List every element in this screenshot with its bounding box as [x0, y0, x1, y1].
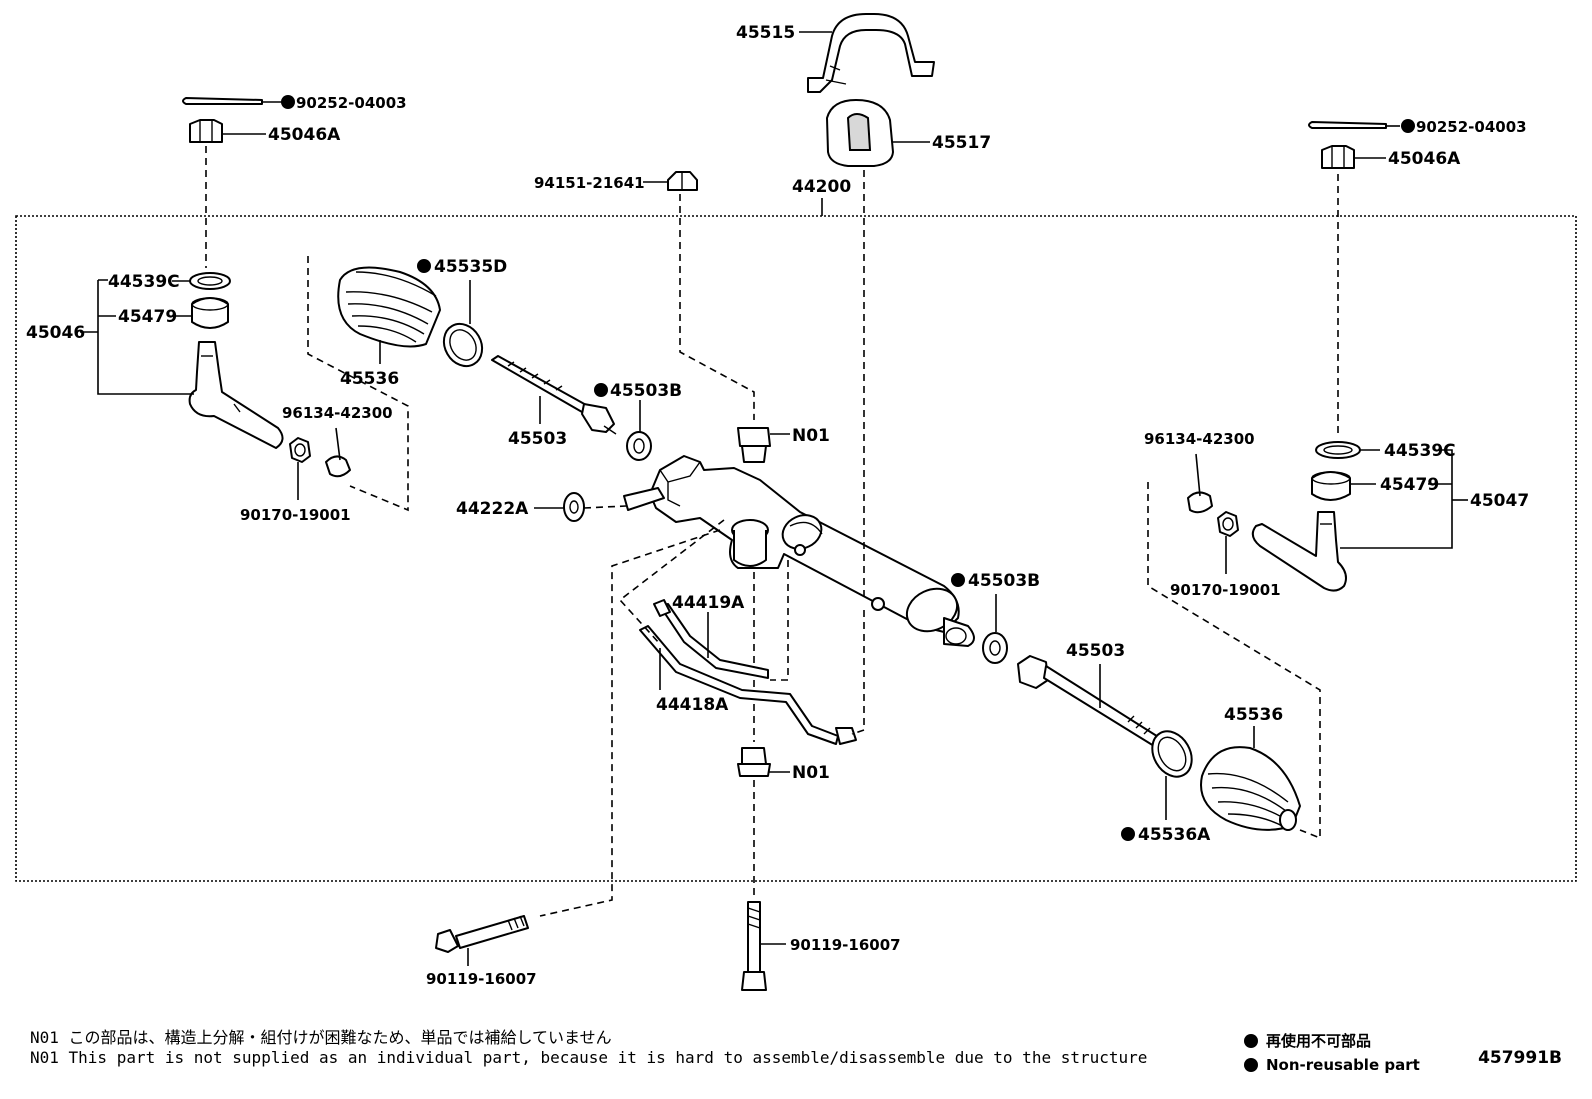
fitting-n01-top[interactable]	[737, 427, 771, 463]
label-seal-right: 44539C	[1384, 441, 1456, 461]
boot-clamp-right[interactable]	[1144, 724, 1199, 784]
note-english: N01 This part is not supplied as an indi…	[30, 1048, 1148, 1067]
tie-rod-end-left[interactable]	[188, 341, 284, 449]
label-nut-right: 45046A	[1388, 149, 1461, 169]
boot-clamp-left[interactable]	[436, 317, 489, 373]
cotter-pin-left[interactable]	[182, 97, 263, 105]
legend-english: Non-reusable part	[1244, 1056, 1420, 1074]
label-rod-left: 45503	[508, 429, 567, 449]
clip-left[interactable]	[325, 455, 351, 478]
label-boot-right: 45536	[1224, 705, 1283, 725]
legend-jp-text: 再使用不可部品	[1266, 1032, 1372, 1050]
label-clamp-left: 45535D	[434, 257, 507, 277]
cotter-pin-right[interactable]	[1308, 121, 1387, 129]
tube-44419A[interactable]	[653, 599, 769, 679]
label-nut-left: 45046A	[268, 125, 341, 145]
label-tie-end-left: 45046	[26, 323, 85, 343]
label-locknut-right: 90170-19001	[1170, 581, 1281, 599]
label-n01-bottom: N01	[792, 763, 830, 783]
label-clamp-right: 45536A	[1138, 825, 1211, 845]
label-45515: 45515	[736, 23, 795, 43]
label-clip-right: 96134-42300	[1144, 430, 1255, 448]
legend-en-text: Non-reusable part	[1266, 1056, 1420, 1074]
label-bolt-left: 90119-16007	[426, 970, 537, 988]
non-reusable-dot	[417, 259, 431, 273]
claw-washer-right[interactable]	[982, 632, 1008, 664]
bolt-center-90119-16007[interactable]	[741, 901, 767, 991]
non-reusable-dot	[594, 383, 608, 397]
castle-nut-right[interactable]	[1321, 145, 1355, 169]
label-bolt-center: 90119-16007	[790, 936, 901, 954]
label-cotter-right: 90252-04003	[1416, 118, 1527, 136]
label-boot-ring-left: 45479	[118, 307, 177, 327]
tie-rod-end-right[interactable]	[1251, 511, 1347, 592]
label-tie-end-right: 45047	[1470, 491, 1529, 511]
label-94151-21641: 94151-21641	[534, 174, 645, 192]
label-washer-right: 45503B	[968, 571, 1040, 591]
label-locknut-left: 90170-19001	[240, 506, 351, 524]
clip-right[interactable]	[1187, 491, 1213, 514]
tube-44418A[interactable]	[639, 625, 857, 745]
grommet-44222A[interactable]	[563, 492, 585, 522]
label-clip-left: 96134-42300	[282, 404, 393, 422]
boot-ring-right[interactable]	[1311, 471, 1351, 501]
non-reusable-dot	[1121, 827, 1135, 841]
label-washer-left: 45503B	[610, 381, 682, 401]
non-reusable-dot	[281, 95, 295, 109]
rack-end-left[interactable]	[491, 355, 617, 435]
label-tube-a: 44419A	[672, 593, 745, 613]
bolt-left-90119-16007[interactable]	[435, 915, 529, 953]
castle-nut-left[interactable]	[189, 119, 223, 143]
non-reusable-dot	[951, 573, 965, 587]
label-seal-left: 44539C	[108, 272, 180, 292]
boot-left[interactable]	[337, 266, 441, 348]
non-reusable-dot	[1401, 119, 1415, 133]
boot-ring-left[interactable]	[191, 297, 229, 329]
rack-housing[interactable]	[623, 455, 975, 647]
cushion-45517[interactable]	[826, 99, 894, 167]
label-cotter-left: 90252-04003	[296, 94, 407, 112]
lock-nut-left[interactable]	[289, 437, 311, 463]
assembly-outline-box	[15, 215, 1577, 882]
label-tube-b: 44418A	[656, 695, 729, 715]
bracket-45515[interactable]	[807, 13, 935, 93]
non-reusable-dot-icon	[1244, 1034, 1258, 1048]
boot-right[interactable]	[1200, 746, 1301, 831]
label-44200: 44200	[792, 177, 851, 197]
label-boot-ring-right: 45479	[1380, 475, 1439, 495]
lock-nut-right[interactable]	[1217, 511, 1239, 537]
dust-seal-right[interactable]	[1315, 441, 1361, 459]
note-japanese: N01 この部品は、構造上分解・組付けが困難なため、単品では補給していません	[30, 1028, 612, 1047]
claw-washer-left[interactable]	[626, 431, 652, 461]
label-45517: 45517	[932, 133, 991, 153]
bolt-94151-21641[interactable]	[667, 171, 698, 191]
document-id: 457991B	[1478, 1048, 1562, 1068]
rack-end-right[interactable]	[1017, 655, 1161, 747]
non-reusable-dot-icon	[1244, 1058, 1258, 1072]
label-rod-right: 45503	[1066, 641, 1125, 661]
dust-seal-left[interactable]	[189, 272, 231, 290]
label-n01-top: N01	[792, 426, 830, 446]
label-grommet: 44222A	[456, 499, 529, 519]
fitting-n01-bottom[interactable]	[737, 747, 771, 777]
legend-japanese: 再使用不可部品	[1244, 1030, 1371, 1051]
label-boot-left: 45536	[340, 369, 399, 389]
